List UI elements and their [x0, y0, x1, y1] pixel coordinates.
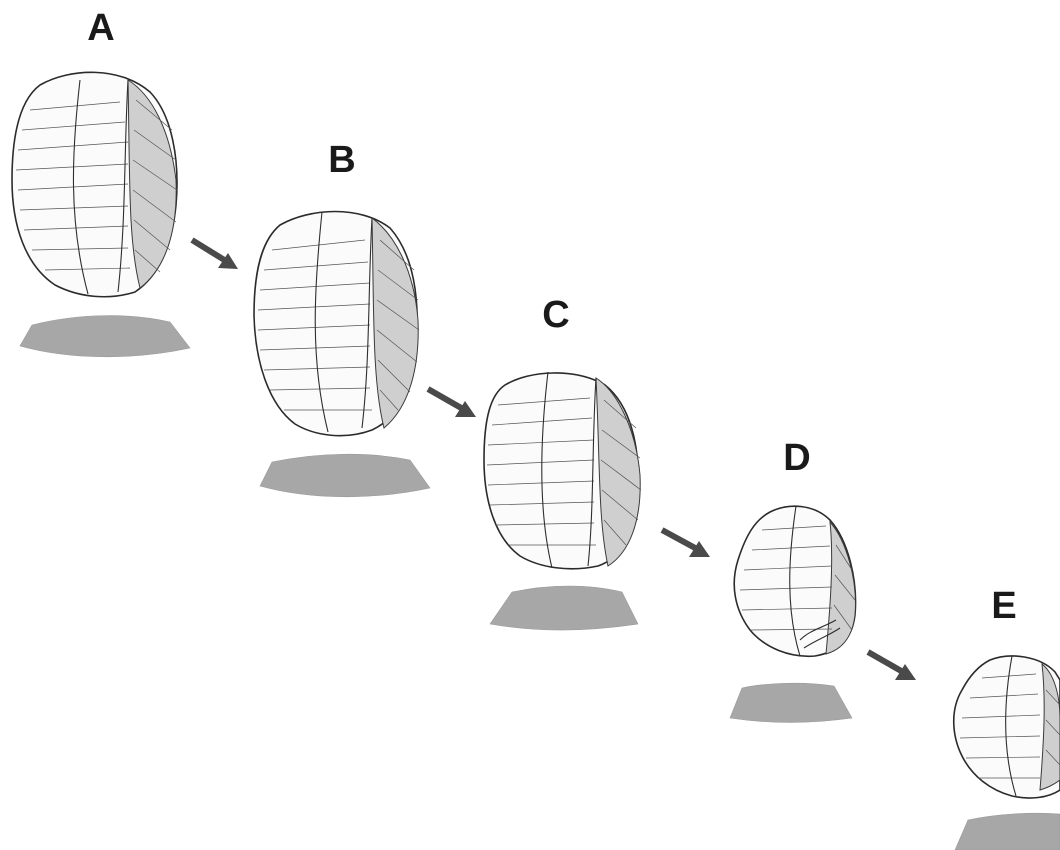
arrow-c-to-d — [662, 530, 710, 557]
cross-section-c — [490, 586, 638, 630]
stage-e: E — [954, 585, 1060, 850]
stage-label-c: C — [542, 294, 569, 336]
stage-label-a: A — [87, 7, 114, 49]
stone-tool-d — [734, 506, 855, 656]
stage-d: D — [730, 437, 856, 723]
stage-label-d: D — [783, 437, 810, 479]
arrow-a-to-b — [192, 240, 238, 269]
stage-a: A — [12, 7, 190, 357]
cross-section-a — [20, 316, 190, 357]
cross-section-d — [730, 683, 852, 722]
arrow-d-to-e — [868, 652, 916, 680]
stone-tool-c — [484, 372, 641, 569]
stage-c: C — [484, 294, 641, 630]
cross-section-b — [260, 454, 430, 497]
stage-label-b: B — [328, 139, 355, 181]
stage-label-e: E — [991, 585, 1016, 627]
arrow-b-to-c — [428, 389, 476, 417]
stone-tool-e — [954, 656, 1060, 798]
stone-tool-b — [254, 212, 419, 436]
cross-section-e — [955, 813, 1060, 850]
stone-tool-a — [12, 72, 177, 296]
stage-b: B — [254, 139, 430, 497]
